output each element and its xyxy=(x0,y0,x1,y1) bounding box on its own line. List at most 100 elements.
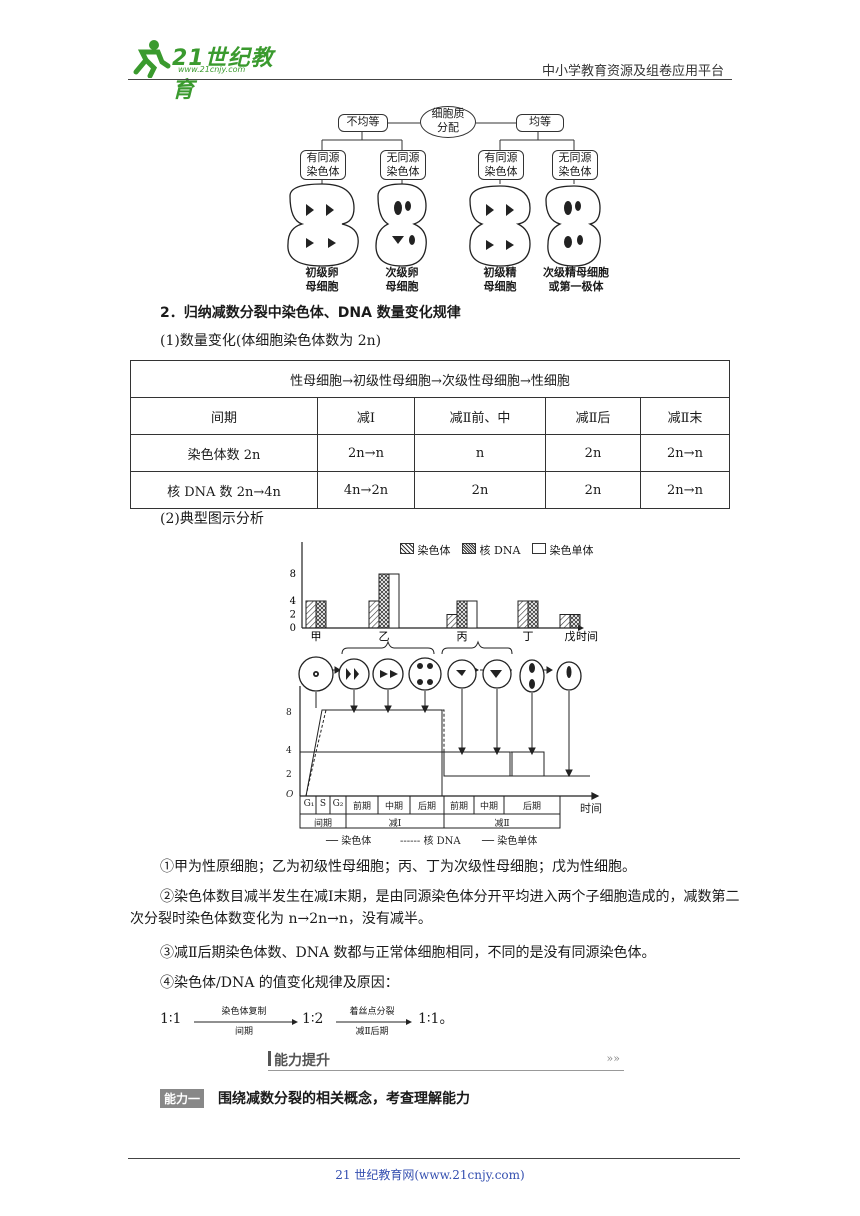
box-homologous-2: 有同源 染色体 xyxy=(478,150,524,180)
arrow1-bottom: 间期 xyxy=(234,1027,253,1037)
phase-label: 后期 xyxy=(417,802,436,812)
group-label: 减Ⅱ xyxy=(494,819,510,829)
ytick: 2 xyxy=(286,770,292,780)
point-3: ③减Ⅱ后期染色体数、DNA 数都与正常体细胞相同，不同的是没有同源染色体。 xyxy=(160,945,656,961)
table-cell: 2n→n xyxy=(317,434,415,472)
bar-核 DNA xyxy=(456,600,468,629)
table-cell: 核 DNA 数 2n→4n xyxy=(130,471,318,509)
subheading-figure: (2)典型图示分析 xyxy=(160,511,264,527)
legend-line-chromosome: ── 染色体 xyxy=(326,836,372,847)
arrow1-top: 染色体复制 xyxy=(221,1007,267,1017)
chevrons-icon: »» xyxy=(606,1052,620,1065)
quantity-table: 性母细胞→初级性母细胞→次级性母细胞→性细胞 间期 减Ⅰ 减Ⅱ前、中 减Ⅱ后 减… xyxy=(130,360,730,509)
y-tick-label: 2 xyxy=(290,610,296,621)
label-secondary-spermatocyte: 次级精母细胞 或第一极体 xyxy=(543,266,609,293)
box-cytoplasm: 细胞质 分配 xyxy=(420,106,476,138)
phase-label: 前期 xyxy=(352,802,371,812)
point-2: ②染色体数目减半发生在减Ⅰ末期，是由同源染色体分开平均进入两个子细胞造成的，减数… xyxy=(130,889,740,927)
banner-bar xyxy=(268,1051,271,1066)
arrow-icon xyxy=(194,1019,298,1025)
table-cell: 4n→2n xyxy=(317,471,415,509)
box-homologous-1: 有同源 染色体 xyxy=(300,150,346,180)
bar-chart-svg: 0248 甲乙丙丁戊时间 xyxy=(290,542,598,643)
group-label: 减Ⅰ xyxy=(388,819,402,829)
table-cell: 2n xyxy=(414,471,546,509)
table-cell: n xyxy=(414,434,546,472)
legend-chromosome: 染色体 xyxy=(400,542,451,558)
bar-染色体 xyxy=(559,614,571,629)
ytick: O xyxy=(286,790,294,800)
label-secondary-oocyte: 次级卵 母细胞 xyxy=(385,266,419,293)
bar-核 DNA xyxy=(315,600,327,629)
category-label: 乙 xyxy=(379,630,390,643)
phase-label: 中期 xyxy=(384,802,403,812)
ytick: 8 xyxy=(286,708,292,718)
ratio-2: 1∶2 xyxy=(302,1011,324,1027)
label-primary-spermatocyte: 初级精 母细胞 xyxy=(483,266,517,293)
line-chart-svg xyxy=(298,640,600,829)
diagram-connectors xyxy=(287,122,601,267)
table-header: 间期 xyxy=(130,397,318,435)
phase-label: 中期 xyxy=(479,802,498,812)
point-1: ①甲为性原细胞；乙为初级性母细胞；丙、丁为次级性母细胞；戊为性细胞。 xyxy=(160,859,636,875)
ytick: 4 xyxy=(286,746,292,756)
box-unequal: 不均等 xyxy=(338,114,388,132)
table-title: 性母细胞→初级性母细胞→次级性母细胞→性细胞 xyxy=(130,360,730,398)
phase-label: G₁ xyxy=(303,799,315,809)
site-logo: 21世纪教育 www.21cnjy.com xyxy=(128,38,288,103)
footer-text: 21 世纪教育网(www.21cnjy.com) xyxy=(335,1168,525,1182)
table-cell: 2n xyxy=(545,471,641,509)
y-tick-label: 8 xyxy=(290,569,296,580)
bar-染色体 xyxy=(368,600,380,629)
table-header: 减Ⅱ后 xyxy=(545,397,641,435)
category-label: 丙 xyxy=(457,630,468,643)
phase-label: 前期 xyxy=(449,802,468,812)
cell-division-diagram: 不均等 细胞质 分配 均等 有同源 染色体 无同源 染色体 有同源 染色体 无同… xyxy=(280,104,620,294)
table-header: 减Ⅰ xyxy=(317,397,415,435)
logo-url: www.21cnjy.com xyxy=(178,65,246,74)
bar-染色体 xyxy=(446,614,458,629)
table-cell: 染色体数 2n xyxy=(130,434,318,472)
category-label: 戊 xyxy=(565,630,576,643)
phase-label: 后期 xyxy=(522,802,541,812)
table-header: 减Ⅱ前、中 xyxy=(414,397,546,435)
group-label: 间期 xyxy=(313,819,332,829)
x-axis-label: 时间 xyxy=(576,630,598,643)
legend-line-dna: ------ 核 DNA xyxy=(400,836,461,847)
bar-染色体 xyxy=(517,600,529,629)
arrow-icon xyxy=(336,1019,412,1025)
ratio-3: 1∶1。 xyxy=(418,1011,454,1027)
bar-染色体 xyxy=(305,600,317,629)
table-header: 减Ⅱ末 xyxy=(640,397,730,435)
legend-line-chromatid: ── 染色单体 xyxy=(482,836,538,847)
legend-dna: 核 DNA xyxy=(462,542,520,558)
bar-染色单体 xyxy=(388,573,400,629)
box-nonhomologous-2: 无同源 染色体 xyxy=(552,150,598,180)
runner-icon xyxy=(133,40,171,79)
y-tick-label: 4 xyxy=(290,596,296,607)
logo-text: 21世纪教育 xyxy=(172,46,274,103)
point-4: ④染色体/DNA 的值变化规律及原因： xyxy=(160,975,399,991)
header-slogan: 中小学教育资源及组卷应用平台 xyxy=(541,64,724,79)
footer-divider xyxy=(128,1158,740,1159)
label-primary-oocyte: 初级卵 母细胞 xyxy=(305,266,339,293)
section-heading: 2．归纳减数分裂中染色体、DNA 数量变化规律 xyxy=(160,305,461,321)
subheading-quantity: (1)数量变化(体细胞染色体数为 2n) xyxy=(160,333,382,349)
table-cell: 2n→n xyxy=(640,471,730,509)
ability-banner: 能力提升 »» xyxy=(268,1048,624,1071)
arrow2-top: 着丝点分裂 xyxy=(349,1007,395,1017)
table-cell: 2n xyxy=(545,434,641,472)
table-cell: 2n→n xyxy=(640,434,730,472)
ratio-1: 1∶1 xyxy=(160,1011,182,1027)
header-divider xyxy=(128,79,732,80)
phase-label: S xyxy=(319,799,327,809)
ratio-line: 1∶1 染色体复制 间期 1∶2 着丝点分裂 减Ⅱ后期 1∶1。 xyxy=(160,1006,480,1037)
ability-title: 围绕减数分裂的相关概念，考查理解能力 xyxy=(218,1091,470,1107)
category-label: 丁 xyxy=(523,630,534,643)
line-chart: 8 4 2 O G₁ S G₂ 前期 中期 后期 前期 中期 后期 间期 减Ⅰ … xyxy=(282,636,612,848)
x-axis-label: 时间 xyxy=(580,802,602,815)
bar-核 DNA xyxy=(569,614,581,629)
y-tick-label: 0 xyxy=(290,623,296,634)
arrow2-bottom: 减Ⅱ后期 xyxy=(355,1027,389,1037)
